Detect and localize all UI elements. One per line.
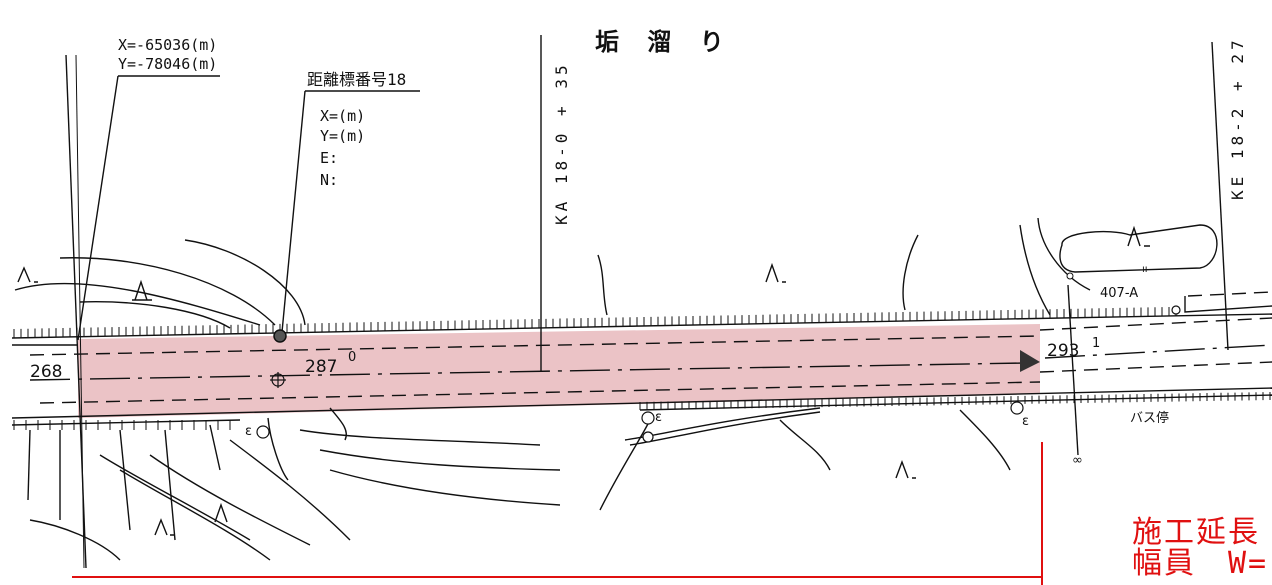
road-centerline xyxy=(29,362,1026,381)
vegetation-symbols xyxy=(17,225,1150,536)
pond-outline xyxy=(1059,224,1218,273)
curb-ticks-top xyxy=(13,306,1177,338)
construction-length-label: 施工延長 xyxy=(1132,515,1260,550)
marker-y: Y=(m) xyxy=(320,127,366,145)
station-ka-label: KA 18-0 + 35 xyxy=(552,61,571,225)
distance-marker-point xyxy=(273,329,287,343)
station-ke-label: KE 18-2 + 27 xyxy=(1228,36,1247,200)
marker-name: 距離標番号18 xyxy=(307,70,407,89)
epsilon-label-3: ε xyxy=(1022,414,1030,429)
small-mark: ıı xyxy=(1142,264,1148,275)
elevation-right-sup: 1 xyxy=(1092,336,1101,351)
marker-n: N: xyxy=(320,171,339,189)
pole-symbol xyxy=(256,425,270,439)
elevation-mid-sup: 0 xyxy=(348,350,357,365)
bus-stop-label: バス停 xyxy=(1130,411,1170,426)
pole-id-label: 407-A xyxy=(1100,286,1139,301)
coord-x-label: X=-65036(m) xyxy=(118,36,218,54)
elevation-left: 268 xyxy=(30,362,63,382)
coord-y-label: Y=-78046(m) xyxy=(118,55,218,73)
marker-x: X=(m) xyxy=(320,107,366,125)
road-edge-top xyxy=(11,313,1272,339)
epsilon-label-1: ε xyxy=(245,424,253,439)
road-edge-bottom xyxy=(11,387,1272,419)
page-title: 垢 溜 り xyxy=(595,28,734,56)
elevation-right: 293 xyxy=(1047,341,1080,361)
construction-width-label: 幅員 W= xyxy=(1132,546,1269,581)
infinity-label: ∞ xyxy=(1072,453,1083,468)
elevation-mid: 287 xyxy=(305,357,338,377)
curb-ticks-bottom xyxy=(13,392,1271,430)
marker-e: E: xyxy=(320,149,339,167)
direction-arrow xyxy=(1020,350,1040,372)
epsilon-label-2: ε xyxy=(655,410,663,425)
station-line-ke xyxy=(1211,41,1229,351)
benchmark-symbol xyxy=(270,372,286,388)
